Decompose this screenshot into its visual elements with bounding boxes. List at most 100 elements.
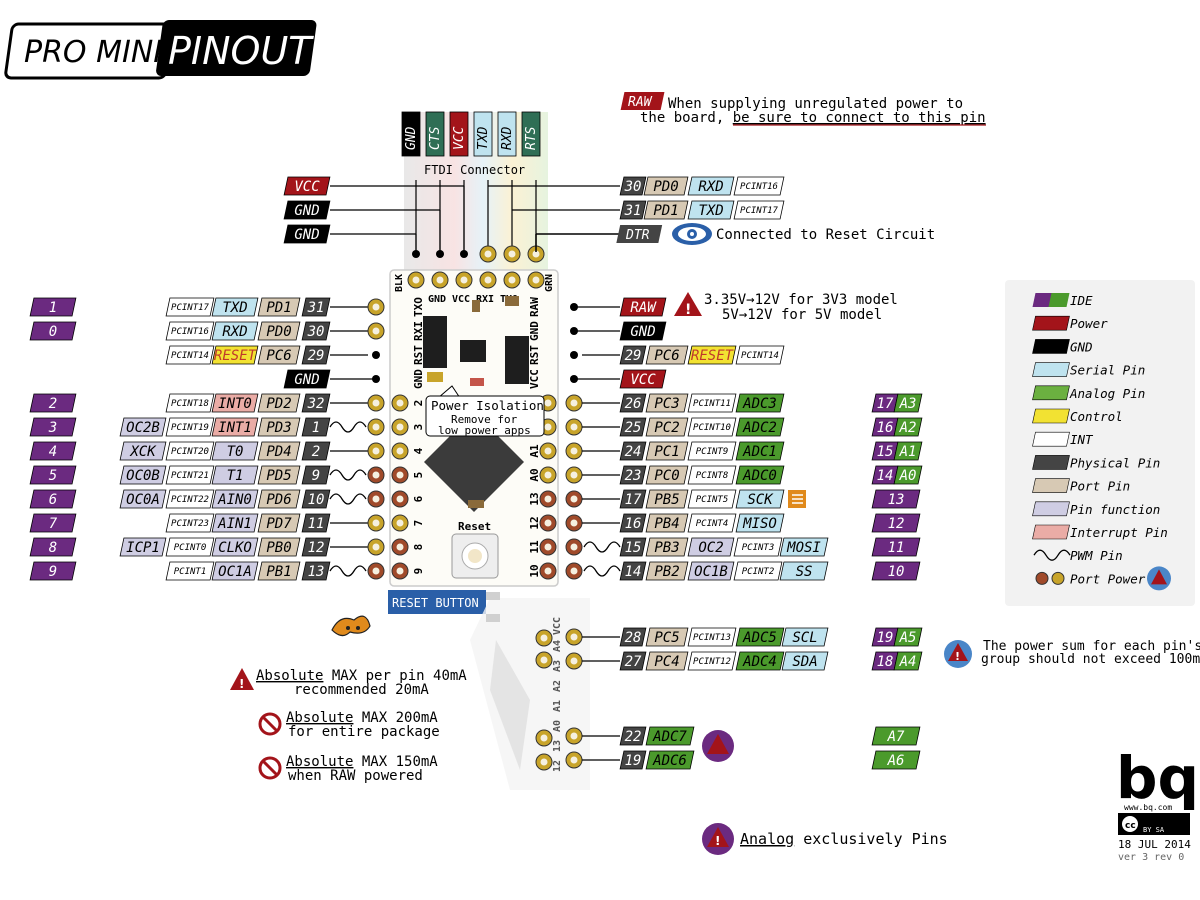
physical-pin-text: 17 (625, 492, 642, 508)
ftdi-pin-txd: TXD (473, 111, 493, 157)
header-pin-label: RXI (476, 294, 494, 305)
pcint-pin-text: PCINT20 (171, 447, 209, 457)
physical-pin-text: 2 (312, 444, 320, 460)
ftdi-left-gnd-text: GND (294, 227, 319, 243)
port-pin: PC1 (645, 441, 689, 461)
pcint-pin-text: PCINT19 (171, 423, 209, 433)
legend-label: PWM Pin (1070, 548, 1123, 563)
pin-function: OC0B (119, 465, 167, 485)
pwm-wave (583, 541, 621, 553)
port-pin: PD2 (257, 393, 301, 413)
power-pin-raw: RAW (619, 297, 667, 317)
ftdi-pin-rxd: RXD (497, 111, 517, 157)
legend-item: INT (1032, 431, 1094, 447)
port-pin-text: PC0 (654, 468, 679, 484)
ide-pin: 12 (871, 513, 921, 533)
ide-pin: 9 (29, 561, 77, 581)
max-note-line2: recommended 20mA (294, 682, 429, 698)
board-left-label: 9 (412, 568, 425, 575)
physical-pin: 9 (301, 465, 331, 485)
small-board-label: 12 (552, 760, 563, 772)
ftdi-pin-gnd: GND (401, 111, 421, 157)
function-pin: AIN1 (211, 513, 259, 533)
cc-text: BY SA (1143, 826, 1165, 834)
pcint-pin: PCINT3 (733, 537, 783, 557)
svg-text:!: ! (239, 677, 244, 691)
ftdi-pin-vcc: VCC (449, 111, 469, 157)
legend-label: Port Pin (1070, 479, 1130, 494)
pcint-pin-text: PCINT11 (693, 399, 731, 409)
physical-pin-text: 16 (625, 516, 642, 532)
pin-pad (539, 466, 557, 484)
power-sum-line1: The power sum for each pin's (983, 639, 1200, 654)
ide-pin: 11 (871, 537, 921, 557)
port-pin: PC2 (645, 417, 689, 437)
port-pin: PB0 (257, 537, 301, 557)
pin-pad (391, 394, 409, 412)
legend-item: Control (1032, 408, 1123, 424)
function-pin-text: T0 (227, 444, 244, 460)
max-note-line1: Absolute MAX 150mA (286, 754, 438, 770)
power-isolation-title: Power Isolation (431, 398, 544, 413)
physical-pin: 28 (619, 627, 647, 647)
warning-icon: ! (230, 668, 254, 691)
analog-note-text: Analog exclusively Pins (740, 830, 948, 848)
legend-label: Physical Pin (1070, 455, 1160, 470)
ide-pin-text: 15 (877, 444, 894, 460)
pwm-pad (539, 562, 557, 580)
pin-function-text: OC0B (126, 468, 160, 484)
analog-pin: ADC3 (735, 393, 785, 413)
port-power-icon (1147, 566, 1171, 591)
ide-pin-text: 10 (888, 564, 905, 580)
pin-pad (565, 394, 583, 412)
physical-pin-text: 10 (308, 492, 325, 508)
physical-pin-text: 25 (625, 420, 642, 436)
pwm-pad (391, 466, 409, 484)
serial-pin: RXD (687, 176, 735, 196)
ftdi-pin-text: RTS (524, 126, 539, 150)
physical-pin-text: 14 (625, 564, 642, 580)
board-left-label: RST (412, 345, 425, 365)
port-pin-text: PC1 (654, 444, 679, 460)
legend-label: Interrupt Pin (1070, 525, 1168, 540)
port-pin: PC5 (645, 627, 689, 647)
reset-button-tag: RESET BUTTON (388, 590, 486, 614)
pcint-pin-text: PCINT9 (696, 447, 729, 457)
pin-pad (455, 271, 473, 289)
physical-pin: 10 (301, 489, 331, 509)
pcint-pin-text: PCINT2 (742, 567, 775, 577)
reset-button-physical (451, 533, 499, 579)
ftdi-pin-text: VCC (452, 126, 467, 150)
physical-pin-text: 30 (307, 324, 325, 340)
serial-pin-text: MOSI (786, 540, 821, 556)
port-pin: PD0 (257, 321, 301, 341)
prohibited-icon (258, 712, 282, 736)
ide-pin: 5 (29, 465, 77, 485)
pcint-pin-text: PCINT23 (171, 519, 209, 529)
ide-pin: 7 (29, 513, 77, 533)
max-note-line2: for entire package (288, 724, 440, 740)
physical-pin: 23 (619, 465, 647, 485)
board-left-label: 6 (412, 495, 425, 502)
legend-item: Serial Pin (1032, 362, 1145, 378)
control-pin: RESET (687, 345, 737, 365)
legend-label: Port Power (1070, 571, 1146, 586)
board-left-label: 5 (412, 472, 425, 479)
power-isolation-sub1: Remove for (451, 413, 518, 426)
ide-pin-text: 4 (49, 444, 57, 460)
pin-pad (565, 751, 583, 769)
pcint-pin-text: PCINT17 (740, 206, 779, 216)
pcint-pin: PCINT16 (733, 176, 785, 196)
serial-pin-text: SS (796, 564, 813, 580)
pin-pad (565, 418, 583, 436)
ide-pin: 0 (29, 321, 77, 341)
board-left-label: GND (412, 369, 425, 389)
serial-pin-text: SCK (747, 492, 774, 508)
ide-analog-pin-text: A6 (887, 753, 905, 769)
header-pin-label: VCC (452, 294, 470, 305)
pcint-pin: PCINT23 (165, 513, 215, 533)
